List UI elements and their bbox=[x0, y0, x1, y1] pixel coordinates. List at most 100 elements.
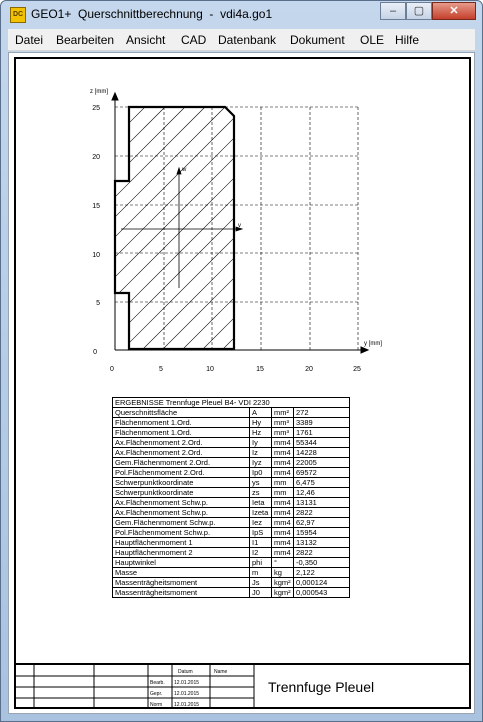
y-tick: 0 bbox=[110, 366, 114, 373]
result-value: 272 bbox=[293, 407, 350, 418]
result-symbol: phi bbox=[249, 557, 272, 568]
result-unit: mm4 bbox=[271, 497, 294, 508]
menu-bearbeiten[interactable]: Bearbeiten bbox=[56, 33, 115, 47]
drawing-title: Trennfuge Pleuel bbox=[268, 679, 375, 695]
result-unit: kgm² bbox=[271, 577, 294, 588]
result-label: Ax.Flächenmoment 2.Ord. bbox=[112, 447, 250, 458]
result-symbol: J0 bbox=[249, 587, 272, 598]
result-value: 62,97 bbox=[293, 517, 350, 528]
section-outline[interactable] bbox=[113, 105, 236, 351]
result-unit: mm4 bbox=[271, 467, 294, 478]
result-symbol: Hz bbox=[249, 427, 272, 438]
menu-bar: Datei Bearbeiten Ansicht CAD Datenbank D… bbox=[8, 29, 475, 51]
window-controls: – ▢ ✕ bbox=[380, 2, 476, 20]
result-unit: mm4 bbox=[271, 517, 294, 528]
maximize-button[interactable]: ▢ bbox=[406, 2, 432, 20]
window-title: GEO1+ Querschnittberechnung - vdi4a.go1 bbox=[31, 7, 273, 21]
result-value: 13131 bbox=[293, 497, 350, 508]
result-label: Schwerpunktkoordinate bbox=[112, 487, 250, 498]
result-label: Flächenmoment 1.Ord. bbox=[112, 417, 250, 428]
result-symbol: Iez bbox=[249, 517, 272, 528]
menu-cad[interactable]: CAD bbox=[181, 33, 207, 47]
v-axis-label: v bbox=[238, 223, 241, 229]
result-label: Querschnittsfläche bbox=[112, 407, 250, 418]
menu-hilfe[interactable]: Hilfe bbox=[395, 33, 420, 47]
result-label: Ax.Flächenmoment Schw.p. bbox=[112, 497, 250, 508]
result-unit: mm4 bbox=[271, 527, 294, 538]
result-label: Hauptwinkel bbox=[112, 557, 250, 568]
tb-col-name: Name bbox=[214, 669, 228, 675]
z-tick-labels: 25 20 15 10 5 0 bbox=[92, 105, 100, 356]
drawing-title-block: Datum Name Bearb. 12.01.2015 Gepr. 12.01… bbox=[14, 663, 471, 709]
drawing-sheet-frame bbox=[14, 57, 471, 709]
result-label: Masse bbox=[112, 567, 250, 578]
result-value: 3389 bbox=[293, 417, 350, 428]
result-label: Massenträgheitsmoment bbox=[112, 577, 250, 588]
result-value: 14228 bbox=[293, 447, 350, 458]
result-unit: mm bbox=[271, 487, 294, 498]
result-unit: mm bbox=[271, 477, 294, 488]
y-tick: 15 bbox=[256, 366, 264, 373]
z-tick: 20 bbox=[92, 154, 100, 161]
w-axis-label: w bbox=[181, 167, 187, 173]
menu-ole[interactable]: OLE bbox=[360, 33, 385, 47]
result-unit: ° bbox=[271, 557, 294, 568]
minimize-button[interactable]: – bbox=[380, 2, 406, 20]
result-unit: mm4 bbox=[271, 437, 294, 448]
menu-ansicht[interactable]: Ansicht bbox=[126, 33, 166, 47]
result-symbol: Iy bbox=[249, 437, 272, 448]
result-value: 2,122 bbox=[293, 567, 350, 578]
drawing-canvas[interactable]: w v z [mm] y [mm] 25 20 15 10 5 0 0 5 10… bbox=[8, 52, 475, 714]
tb-row-date: 12.01.2015 bbox=[174, 691, 199, 697]
tb-row-label: Bearb. bbox=[150, 680, 165, 686]
geo1-app-icon[interactable]: DC bbox=[10, 7, 26, 23]
result-symbol: Ip0 bbox=[249, 467, 272, 478]
results-title: ERGEBNISSE Trennfuge Pleuel B4- VDI 2230 bbox=[112, 397, 350, 408]
result-symbol: IpS bbox=[249, 527, 272, 538]
principal-axes bbox=[121, 166, 244, 288]
result-unit: mm4 bbox=[271, 447, 294, 458]
z-tick: 15 bbox=[92, 203, 100, 210]
menu-datei[interactable]: Datei bbox=[15, 33, 44, 47]
result-symbol: I1 bbox=[249, 537, 272, 548]
y-tick: 25 bbox=[353, 366, 361, 373]
result-symbol: Js bbox=[249, 577, 272, 588]
y-tick-labels: 0 5 10 15 20 25 bbox=[110, 366, 361, 373]
result-value: 55344 bbox=[293, 437, 350, 448]
result-label: Ax.Flächenmoment Schw.p. bbox=[112, 507, 250, 518]
result-value: 0,000543 bbox=[293, 587, 350, 598]
result-value: 13132 bbox=[293, 537, 350, 548]
close-button[interactable]: ✕ bbox=[432, 2, 476, 20]
tb-row-date: 12.01.2015 bbox=[174, 680, 199, 686]
z-tick: 25 bbox=[92, 105, 100, 112]
tb-col-datum: Datum bbox=[178, 669, 193, 675]
menu-dokument[interactable]: Dokument bbox=[290, 33, 345, 47]
plot-grid bbox=[115, 106, 359, 350]
y-tick: 5 bbox=[159, 366, 163, 373]
result-symbol: Izeta bbox=[249, 507, 272, 518]
result-unit: mm4 bbox=[271, 547, 294, 558]
menu-datenbank[interactable]: Datenbank bbox=[218, 33, 277, 47]
result-symbol: A bbox=[249, 407, 272, 418]
result-unit: mm³ bbox=[271, 417, 294, 428]
result-symbol: m bbox=[249, 567, 272, 578]
result-label: Gem.Flächenmoment 2.Ord. bbox=[112, 457, 250, 468]
title-bar[interactable]: DC GEO1+ Querschnittberechnung - vdi4a.g… bbox=[1, 1, 482, 28]
z-tick: 5 bbox=[96, 300, 100, 307]
result-symbol: I2 bbox=[249, 547, 272, 558]
results-table: ERGEBNISSE Trennfuge Pleuel B4- VDI 2230… bbox=[112, 397, 350, 598]
result-unit: kg bbox=[271, 567, 294, 578]
